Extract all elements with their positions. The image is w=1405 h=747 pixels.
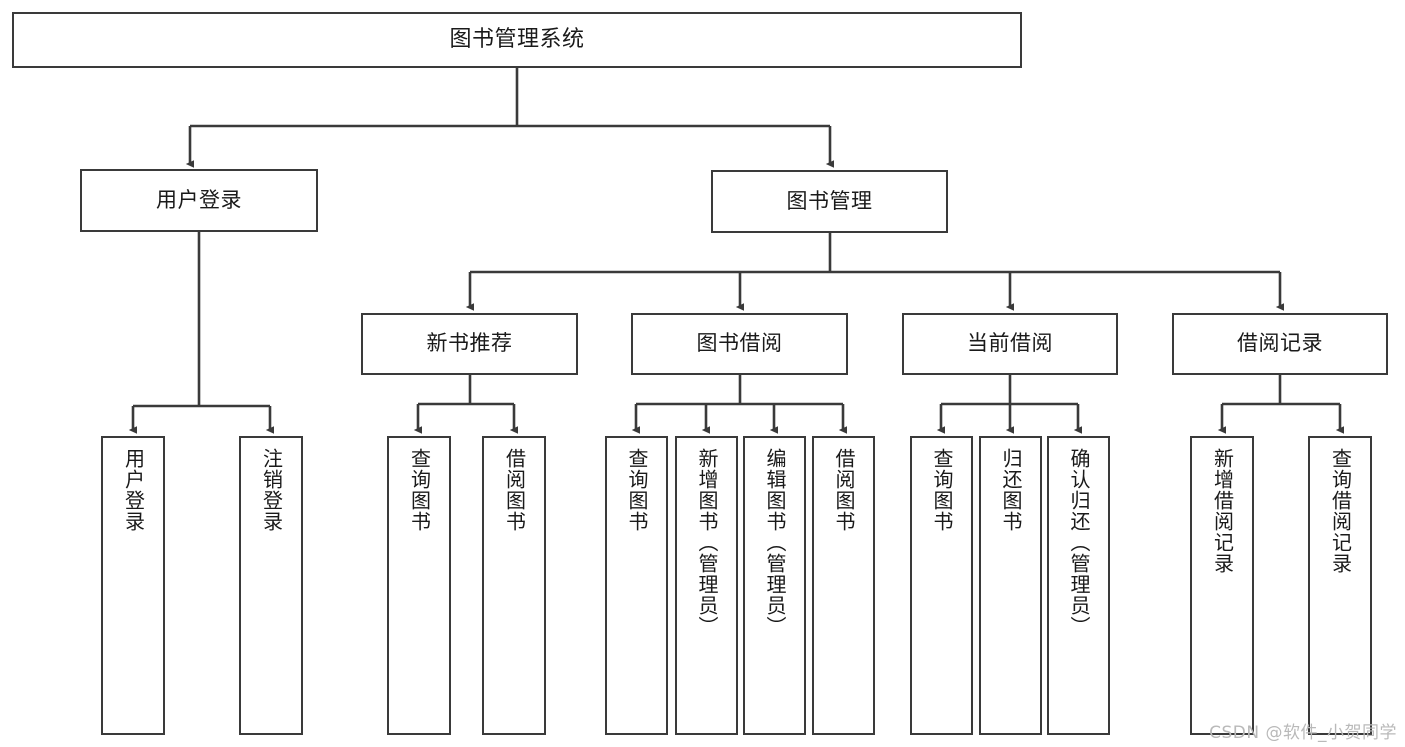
node-label: 用户登录 [121, 448, 146, 532]
node-label: 借阅图书 [502, 448, 527, 532]
node-current-borrow[interactable]: 当前借阅 [902, 313, 1118, 375]
node-label: 新书推荐 [426, 331, 513, 356]
node-label: 借阅图书 [832, 448, 856, 532]
watermark: CSDN @软件_小贺同学 [1209, 723, 1397, 743]
leaf-return-book[interactable]: 归还图书 [979, 436, 1042, 735]
node-label: 新增借阅记录 [1210, 448, 1235, 574]
node-user-login[interactable]: 用户登录 [80, 169, 318, 232]
node-label: 编辑图书（管理员） [763, 448, 787, 637]
node-label: 图书借阅 [696, 331, 783, 356]
leaf-logout[interactable]: 注销登录 [239, 436, 303, 735]
leaf-user-login[interactable]: 用户登录 [101, 436, 165, 735]
node-label: 查询图书 [930, 448, 954, 532]
leaf-add-borrow-record[interactable]: 新增借阅记录 [1190, 436, 1254, 735]
leaf-borrow-book-recommend[interactable]: 借阅图书 [482, 436, 546, 735]
node-book-management[interactable]: 图书管理 [711, 170, 948, 233]
node-label: 注销登录 [259, 448, 284, 532]
node-label: 确认归还（管理员） [1067, 448, 1091, 637]
leaf-query-book-recommend[interactable]: 查询图书 [387, 436, 451, 735]
node-label: 查询借阅记录 [1328, 448, 1353, 574]
node-label: 借阅记录 [1237, 331, 1323, 356]
leaf-borrow-book[interactable]: 借阅图书 [812, 436, 875, 735]
leaf-confirm-return-admin[interactable]: 确认归还（管理员） [1047, 436, 1110, 735]
node-label: 归还图书 [999, 448, 1023, 532]
node-label: 图书管理系统 [449, 26, 585, 52]
node-label: 用户登录 [156, 187, 242, 212]
leaf-query-book-current[interactable]: 查询图书 [910, 436, 973, 735]
leaf-query-book-borrow[interactable]: 查询图书 [605, 436, 668, 735]
node-root-book-management-system[interactable]: 图书管理系统 [12, 12, 1022, 68]
leaf-edit-book-admin[interactable]: 编辑图书（管理员） [743, 436, 806, 735]
node-label: 查询图书 [407, 448, 432, 532]
node-borrow-record[interactable]: 借阅记录 [1172, 313, 1388, 375]
node-label: 查询图书 [625, 448, 649, 532]
leaf-add-book-admin[interactable]: 新增图书（管理员） [675, 436, 738, 735]
node-label: 图书管理 [786, 188, 873, 213]
node-book-borrow[interactable]: 图书借阅 [631, 313, 848, 375]
node-new-book-recommend[interactable]: 新书推荐 [361, 313, 578, 375]
node-label: 新增图书（管理员） [695, 448, 719, 637]
leaf-query-borrow-record[interactable]: 查询借阅记录 [1308, 436, 1372, 735]
node-label: 当前借阅 [967, 331, 1053, 356]
